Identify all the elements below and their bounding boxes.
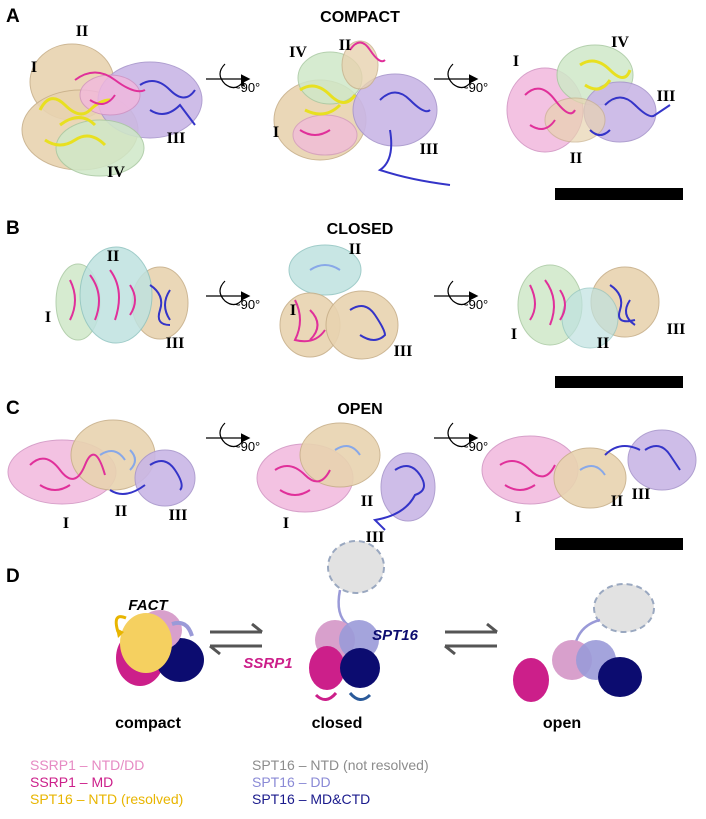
rotation-arrow-icon: [434, 280, 479, 306]
ssrp1-label: SSRP1: [243, 655, 292, 672]
rotation-arrow-icon: [434, 63, 479, 89]
legend: SSRP1 – NTD/DD SSRP1 – MD SPT16 – NTD (r…: [30, 757, 429, 807]
state-label-open: open: [543, 715, 581, 732]
panel-title-closed: CLOSED: [327, 221, 394, 238]
rotation-arrow-icon: [434, 422, 479, 448]
domain-label-iii: III: [667, 321, 686, 338]
rotation-label: ~90°: [233, 80, 260, 95]
rotation-arrow-icon: [206, 280, 251, 306]
rotation-label: ~90°: [461, 297, 488, 312]
domain-label-iii: III: [167, 130, 186, 147]
domain-label-iii: III: [420, 141, 439, 158]
open-density-view-2: [256, 422, 436, 531]
compact-density-view-3: [506, 44, 671, 153]
state-label-compact: compact: [115, 715, 181, 732]
domain-label-ii: II: [339, 37, 351, 54]
legend-item: SPT16 – DD: [252, 774, 331, 790]
domain-label-iii: III: [166, 335, 185, 352]
rotation-label: ~90°: [461, 439, 488, 454]
legend-item: SSRP1 – NTD/DD: [30, 757, 144, 773]
panel-letter-c: C: [6, 398, 20, 419]
domain-label-i: I: [513, 53, 519, 70]
legend-item: SPT16 – MD&CTD: [252, 791, 370, 807]
curved-arrow-icon: [314, 691, 338, 701]
domain-label-i: I: [63, 515, 69, 532]
closed-schematic: [309, 540, 385, 701]
domain-label-ii: II: [611, 493, 623, 510]
fact-label: FACT: [128, 597, 169, 614]
equilibrium-arrows-icon: [444, 622, 498, 656]
closed-density-view-3: [517, 264, 660, 349]
domain-label-iii: III: [632, 486, 651, 503]
open-density-view-1: [7, 419, 196, 507]
domain-label-i: I: [31, 59, 37, 76]
panel-title-compact: COMPACT: [320, 9, 400, 26]
domain-label-i: I: [45, 309, 51, 326]
open-density-view-3: [481, 429, 697, 509]
rotation-label: ~90°: [233, 439, 260, 454]
scale-bar: [555, 188, 683, 200]
panel-letter-a: A: [6, 6, 20, 27]
domain-label-iii: III: [394, 343, 413, 360]
compact-schematic: [114, 610, 204, 686]
compact-density-view-2: [273, 40, 451, 186]
domain-label-i: I: [273, 124, 279, 141]
rotation-label: ~90°: [233, 297, 260, 312]
domain-label-ii: II: [361, 493, 373, 510]
domain-label-iii: III: [657, 88, 676, 105]
domain-label-ii: II: [115, 503, 127, 520]
domain-label-ii: II: [76, 23, 88, 40]
domain-label-i: I: [515, 509, 521, 526]
spt16-label: SPT16: [372, 627, 419, 644]
legend-item: SSRP1 – MD: [30, 774, 113, 790]
domain-label-i: I: [511, 326, 517, 343]
domain-label-iii: III: [366, 529, 385, 546]
closed-density-view-2: [279, 244, 399, 360]
domain-label-iii: III: [169, 507, 188, 524]
panel-letter-b: B: [6, 218, 20, 239]
domain-label-ii: II: [107, 248, 119, 265]
panel-letter-d: D: [6, 566, 20, 587]
rotation-arrow-icon: [206, 63, 251, 89]
scale-bar: [555, 376, 683, 388]
curved-arrow-icon: [348, 691, 372, 701]
legend-item: SPT16 – NTD (resolved): [30, 791, 183, 807]
equilibrium-arrows-icon: [209, 622, 263, 656]
domain-label-i: I: [283, 515, 289, 532]
legend-item: SPT16 – NTD (not resolved): [252, 757, 429, 773]
rotation-arrow-icon: [206, 422, 251, 448]
scale-bar: [555, 538, 683, 550]
domain-label-ii: II: [570, 150, 582, 167]
domain-label-iv: IV: [611, 34, 629, 51]
domain-label-iv: IV: [107, 164, 125, 181]
domain-label-i: I: [290, 302, 296, 319]
open-schematic: [513, 583, 655, 702]
state-label-closed: closed: [312, 715, 363, 732]
rotation-label: ~90°: [461, 80, 488, 95]
domain-label-ii: II: [349, 241, 361, 258]
closed-density-view-1: [55, 246, 189, 344]
domain-label-iv: IV: [289, 44, 307, 61]
panel-title-open: OPEN: [337, 401, 382, 418]
compact-density-view-1: [21, 43, 203, 177]
domain-label-ii: II: [597, 335, 609, 352]
